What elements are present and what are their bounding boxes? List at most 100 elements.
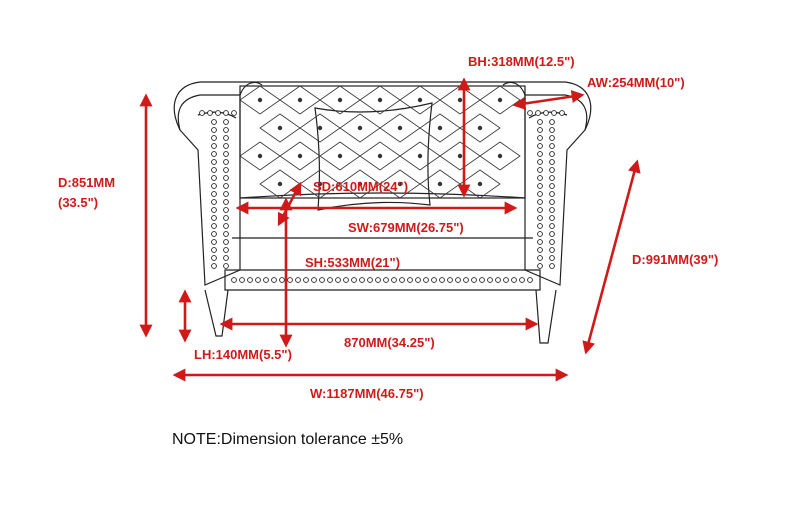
- tuft-button: [477, 125, 483, 131]
- nailhead: [537, 135, 543, 141]
- tuft-diamond: [379, 113, 421, 143]
- nailhead: [407, 277, 413, 283]
- chair-outline: [173, 81, 592, 344]
- nailhead: [211, 223, 217, 229]
- tuft-button: [457, 97, 463, 103]
- nailhead: [487, 277, 493, 283]
- nailhead: [223, 247, 229, 253]
- nailhead: [537, 247, 543, 253]
- nailhead: [295, 277, 301, 283]
- nailhead: [549, 263, 555, 269]
- nailhead: [537, 231, 543, 237]
- tuft-button: [417, 153, 423, 159]
- nailhead: [463, 277, 469, 283]
- tuft-button: [497, 153, 503, 159]
- seat-height-label: SH:533MM(21"): [305, 255, 401, 270]
- nailhead: [537, 159, 543, 165]
- seat-depth-arrow: [277, 181, 302, 227]
- nailhead: [549, 151, 555, 157]
- nailhead: [391, 277, 397, 283]
- nailhead: [549, 247, 555, 253]
- nailhead: [549, 255, 555, 261]
- nailhead: [527, 110, 533, 116]
- nailhead: [537, 191, 543, 197]
- tuft-diamond: [419, 113, 461, 143]
- nailhead: [223, 159, 229, 165]
- nailhead: [537, 207, 543, 213]
- depth-left-label-line1: D:851MM: [58, 175, 116, 190]
- nailhead: [223, 110, 229, 116]
- nailhead: [211, 199, 217, 205]
- nailhead: [549, 159, 555, 165]
- tuft-button: [357, 181, 363, 187]
- nailhead: [211, 175, 217, 181]
- tuft-button: [257, 153, 263, 159]
- tuft-diamond: [259, 113, 301, 143]
- nailhead: [211, 191, 217, 197]
- nailhead: [211, 263, 217, 269]
- leg-height-label: LH:140MM(5.5"): [194, 347, 292, 362]
- tuft-button: [477, 181, 483, 187]
- tuft-diamond: [399, 141, 441, 171]
- nailhead: [537, 215, 543, 221]
- nailhead: [535, 110, 541, 116]
- tuft-button: [357, 125, 363, 131]
- nailhead: [211, 143, 217, 149]
- nailhead: [537, 127, 543, 133]
- nailhead: [537, 183, 543, 189]
- tuft-diamond: [239, 141, 281, 171]
- nailhead: [223, 255, 229, 261]
- nailhead: [431, 277, 437, 283]
- tuft-button: [377, 153, 383, 159]
- nailhead: [211, 215, 217, 221]
- depth-right-arrow: [582, 159, 641, 355]
- depth-right-label: D:991MM(39"): [632, 252, 719, 267]
- nailhead: [223, 119, 229, 125]
- tuft-button: [257, 97, 263, 103]
- nailhead: [211, 119, 217, 125]
- nailhead: [247, 277, 253, 283]
- nailhead: [223, 151, 229, 157]
- nailhead: [559, 110, 565, 116]
- nailhead: [223, 127, 229, 133]
- nailhead: [455, 277, 461, 283]
- nailhead: [223, 223, 229, 229]
- tuft-button: [437, 181, 443, 187]
- nailhead: [223, 239, 229, 245]
- nailhead: [223, 183, 229, 189]
- nailhead: [537, 223, 543, 229]
- tuft-button: [397, 125, 403, 131]
- nailhead: [415, 277, 421, 283]
- nailhead: [239, 277, 245, 283]
- nailhead: [207, 110, 213, 116]
- tuft-button: [317, 181, 323, 187]
- nailhead: [439, 277, 445, 283]
- tuft-diamond: [339, 169, 381, 199]
- dimension-lines: [139, 77, 641, 382]
- tuft-diamond: [279, 85, 321, 115]
- nailhead: [319, 277, 325, 283]
- nailhead: [211, 151, 217, 157]
- nailhead: [549, 215, 555, 221]
- tuft-button: [337, 153, 343, 159]
- nailhead: [215, 110, 221, 116]
- tuft-button: [417, 97, 423, 103]
- nailhead: [231, 277, 237, 283]
- nailhead: [199, 110, 205, 116]
- nailhead: [223, 263, 229, 269]
- tuft-diamond: [239, 85, 281, 115]
- nailhead: [223, 199, 229, 205]
- nailhead: [351, 277, 357, 283]
- nailhead: [255, 277, 261, 283]
- tuft-diamond: [359, 141, 401, 171]
- nailhead: [549, 143, 555, 149]
- nailhead: [359, 277, 365, 283]
- nailhead: [549, 175, 555, 181]
- nailhead: [231, 110, 237, 116]
- nailhead: [263, 277, 269, 283]
- nailhead: [537, 239, 543, 245]
- nailhead: [479, 277, 485, 283]
- tuft-button: [437, 125, 443, 131]
